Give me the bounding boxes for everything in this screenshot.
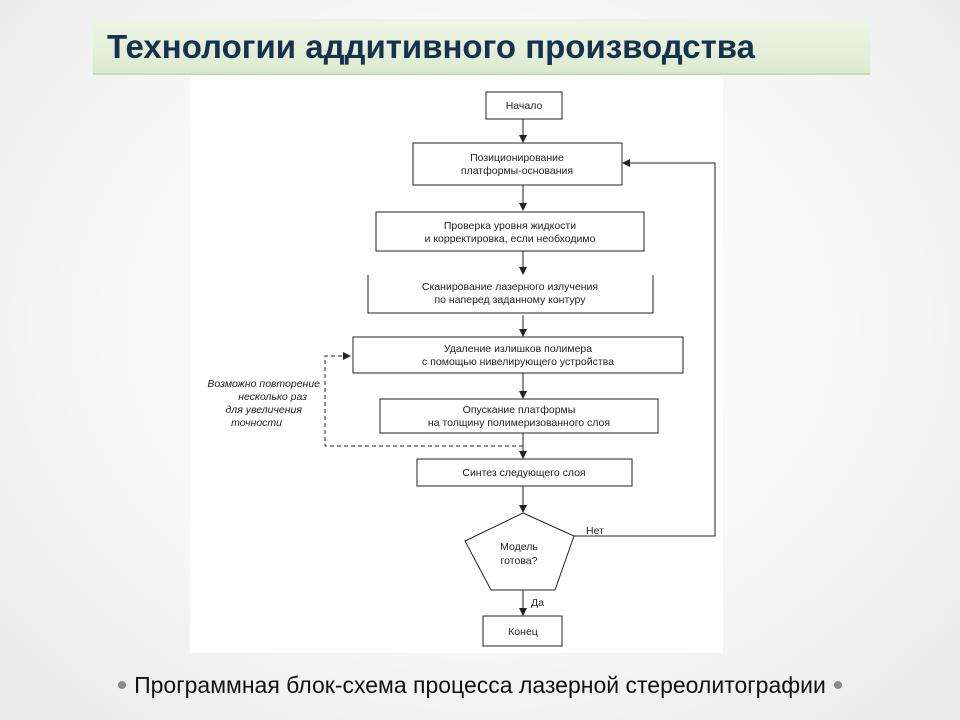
repeat-note-line3: для увеличения [225,404,302,416]
decision-line2: готова? [501,555,538,567]
caption: Программная блок-схема процесса лазерной… [0,672,960,699]
step-next-layer [416,458,633,487]
decision-model-ready [464,512,575,591]
step-positioning-line2: платформы-основания [461,165,573,177]
end-label: Конец [508,626,538,638]
yes-branch-label: Да [531,597,544,609]
step-level-check-line2: и корректировка, если необходимо [425,233,596,245]
start-node [485,91,563,120]
step-level-check-line1: Проверка уровня жидкости [444,220,576,232]
slide-title: Технологии аддитивного производства [107,28,755,65]
step-positioning-line1: Позиционирование [470,152,564,164]
step-next-layer-label: Синтез следующего слоя [462,467,585,479]
no-branch-label: Нет [586,525,604,537]
step-level-check [375,211,645,252]
bullet-dot-left [118,680,127,689]
repeat-note-line4: точности [231,417,282,429]
step-laser-scan [367,275,654,314]
repeat-loop-dashed [324,352,523,447]
step-excess-removal-line2: с помощью нивелирующего устройства [422,356,614,368]
flowchart: Начало Позиционирование платформы-основа… [207,91,716,647]
decision-line1: Модель [500,541,538,553]
step-platform-lowering-line2: на толщину полимеризованного слоя [428,417,610,429]
end-node [482,615,563,647]
step-laser-scan-line2: по наперед заданному контуру [434,294,586,306]
caption-text: Программная блок-схема процесса лазерной… [134,672,826,698]
step-platform-lowering-line1: Опускание платформы [463,404,576,416]
slide-title-bar: Технологии аддитивного производства [93,19,870,75]
step-laser-scan-line1: Сканирование лазерного излучения [422,281,598,293]
bullet-dot-right [833,680,842,689]
repeat-note-line2: несколько раз [238,391,307,403]
start-label: Начало [506,100,543,112]
step-excess-removal-line1: Удаление излишков полимера [444,343,592,355]
repeat-note-line1: Возможно повторение [207,378,320,390]
flowchart-panel: Начало Позиционирование платформы-основа… [190,75,723,653]
step-excess-removal [352,336,684,374]
repeat-note: Возможно повторение несколько раз для ув… [207,378,320,429]
step-positioning [412,142,623,186]
step-platform-lowering [379,398,659,434]
